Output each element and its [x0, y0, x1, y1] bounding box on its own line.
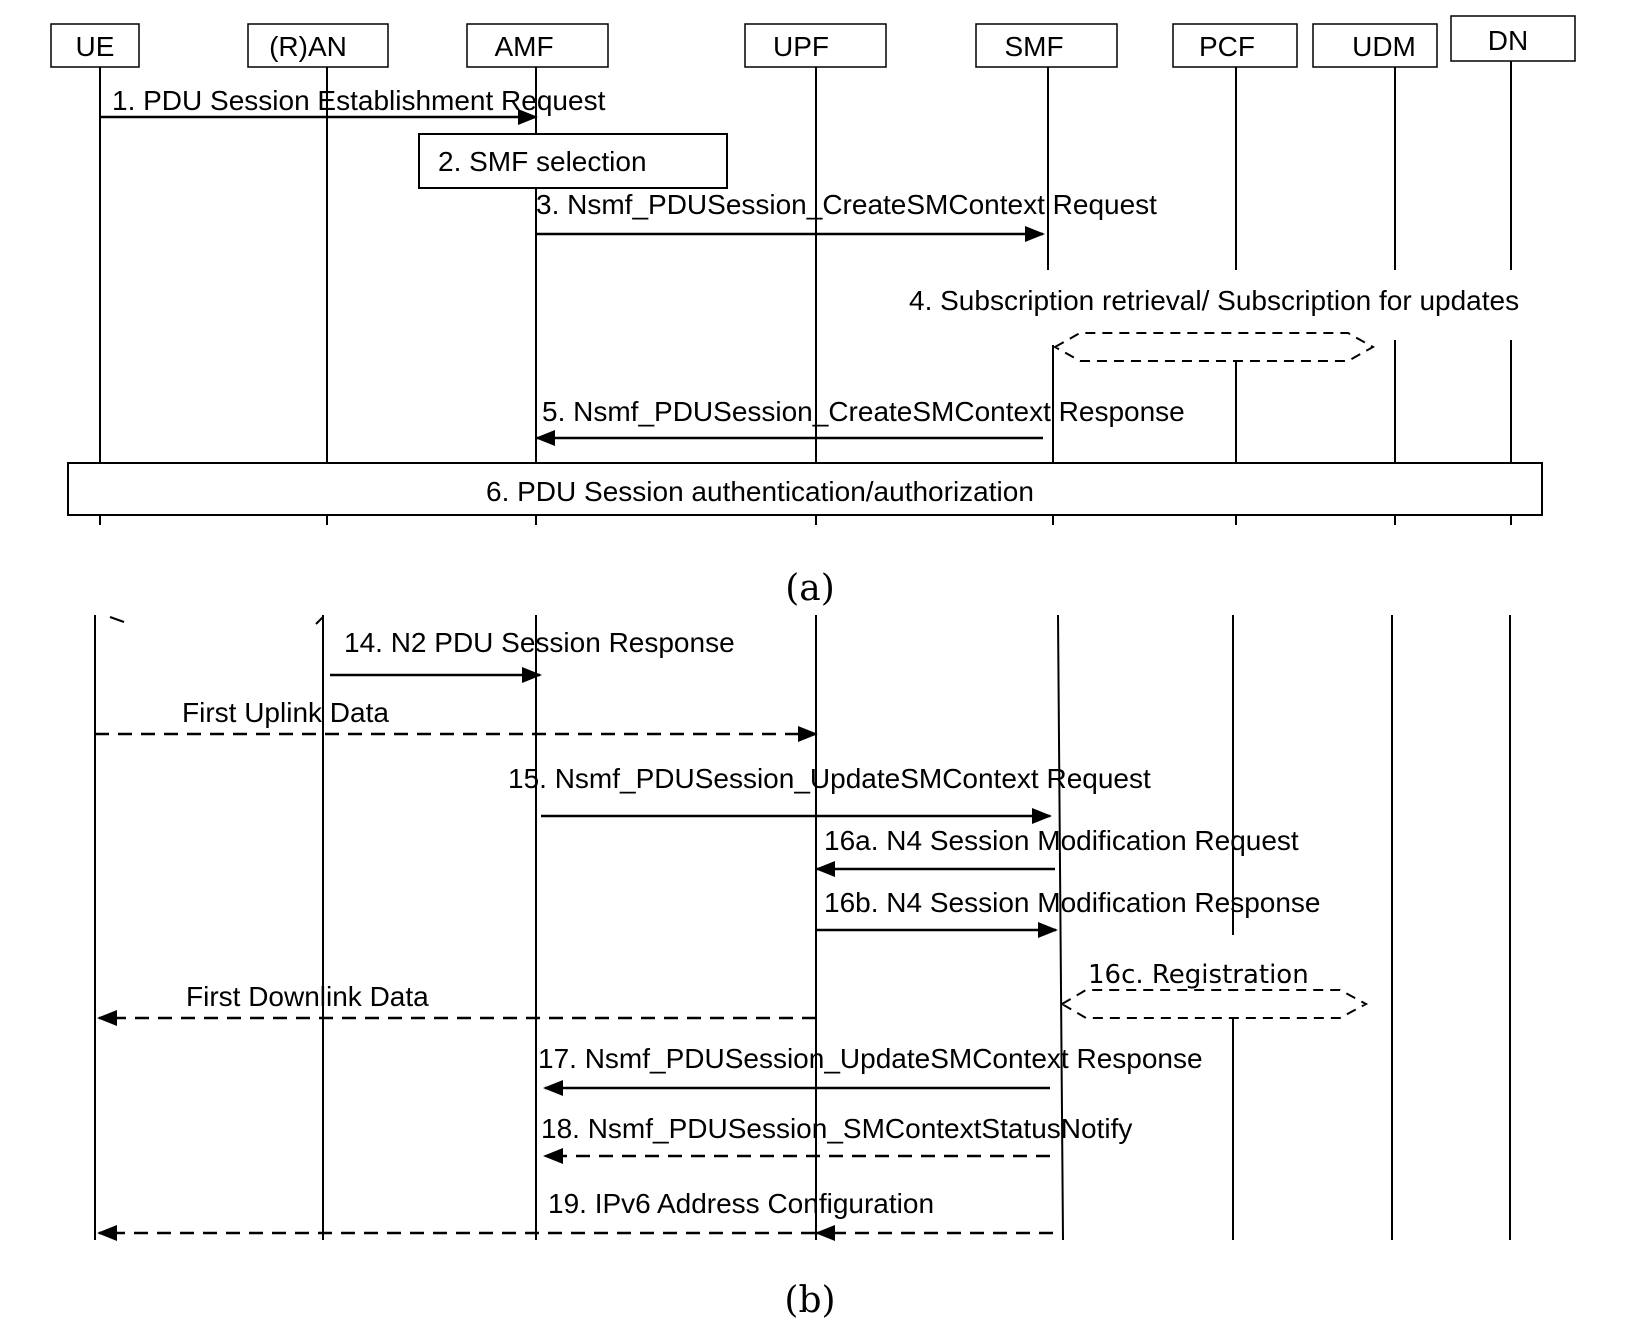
- message-step-14: 14. N2 PDU Session Response: [330, 627, 735, 683]
- bidirectional-dashed-arrow: [1052, 332, 1376, 362]
- message-step-16c: 16c. Registration: [1060, 960, 1369, 1019]
- message-label: 5. Nsmf_PDUSession_CreateSMContext Respo…: [542, 396, 1185, 427]
- message-step-1: 1. PDU Session Establishment Request: [100, 85, 606, 125]
- caption-b: (b): [784, 1280, 835, 1321]
- message-step-19: 19. IPv6 Address Configuration: [97, 1188, 1053, 1241]
- step-2-box: 2. SMF selection: [418, 133, 728, 189]
- message-step-16b: 16b. N4 Session Modification Response: [816, 887, 1321, 938]
- entity-label: UE: [76, 31, 115, 62]
- entity-amf: AMF: [466, 23, 609, 68]
- step-2-label: 2. SMF selection: [438, 146, 647, 177]
- message-label: 16a. N4 Session Modification Request: [824, 825, 1299, 856]
- message-label: 3. Nsmf_PDUSession_CreateSMContext Reque…: [536, 189, 1157, 220]
- step-6-label: 6. PDU Session authentication/authorizat…: [486, 476, 1034, 507]
- message-step-15: 15. Nsmf_PDUSession_UpdateSMContext Requ…: [508, 763, 1151, 824]
- step-6-box: 6. PDU Session authentication/authorizat…: [67, 462, 1543, 516]
- entity-udm: UDM: [1312, 23, 1438, 68]
- entity-ran: (R)AN: [247, 23, 389, 68]
- message-step-4: 4. Subscription retrieval/ Subscription …: [909, 285, 1519, 362]
- entity-upf: UPF: [744, 23, 887, 68]
- message-step-17: 17. Nsmf_PDUSession_UpdateSMContext Resp…: [538, 1043, 1203, 1096]
- entity-pcf: PCF: [1172, 23, 1298, 68]
- entity-label: SMF: [1004, 31, 1063, 62]
- caption-a: (a): [785, 568, 835, 609]
- message-label: 15. Nsmf_PDUSession_UpdateSMContext Requ…: [508, 763, 1151, 794]
- entity-label: (R)AN: [269, 31, 347, 62]
- entity-label: PCF: [1199, 31, 1255, 62]
- lifelines-a: [99, 61, 1512, 525]
- message-label: 19. IPv6 Address Configuration: [548, 1188, 934, 1219]
- message-label: First Uplink Data: [182, 697, 389, 728]
- message-step-18: 18. Nsmf_PDUSession_SMContextStatusNotif…: [541, 1113, 1132, 1164]
- panel-a: UE (R)AN AMF UPF SMF PCF UDM DN: [50, 15, 1576, 609]
- message-label: First Downlink Data: [186, 981, 429, 1012]
- message-first-downlink-data: First Downlink Data: [97, 981, 816, 1026]
- panel-b: 14. N2 PDU Session Response First Uplink…: [94, 614, 1511, 1321]
- message-label: 18. Nsmf_PDUSession_SMContextStatusNotif…: [541, 1113, 1132, 1144]
- entity-smf: SMF: [975, 23, 1118, 68]
- entity-label: DN: [1488, 25, 1528, 56]
- lifelines-b: [94, 614, 1511, 1241]
- entity-label: AMF: [494, 31, 553, 62]
- message-first-uplink-data: First Uplink Data: [95, 697, 818, 742]
- entity-label: UDM: [1352, 31, 1416, 62]
- message-label: 16b. N4 Session Modification Response: [824, 887, 1321, 918]
- entity-dn: DN: [1450, 15, 1576, 62]
- entity-label: UPF: [773, 31, 829, 62]
- message-label: 14. N2 PDU Session Response: [344, 627, 735, 658]
- message-step-16a: 16a. N4 Session Modification Request: [815, 825, 1299, 877]
- message-label: 17. Nsmf_PDUSession_UpdateSMContext Resp…: [538, 1043, 1203, 1074]
- message-step-3: 3. Nsmf_PDUSession_CreateSMContext Reque…: [536, 189, 1157, 242]
- entity-ue: UE: [50, 23, 140, 68]
- message-label: 16c. Registration: [1088, 960, 1309, 990]
- message-label: 1. PDU Session Establishment Request: [112, 85, 606, 116]
- message-label: 4. Subscription retrieval/ Subscription …: [909, 285, 1519, 316]
- message-step-5: 5. Nsmf_PDUSession_CreateSMContext Respo…: [535, 396, 1185, 446]
- bidirectional-dashed-arrow: [1060, 989, 1369, 1019]
